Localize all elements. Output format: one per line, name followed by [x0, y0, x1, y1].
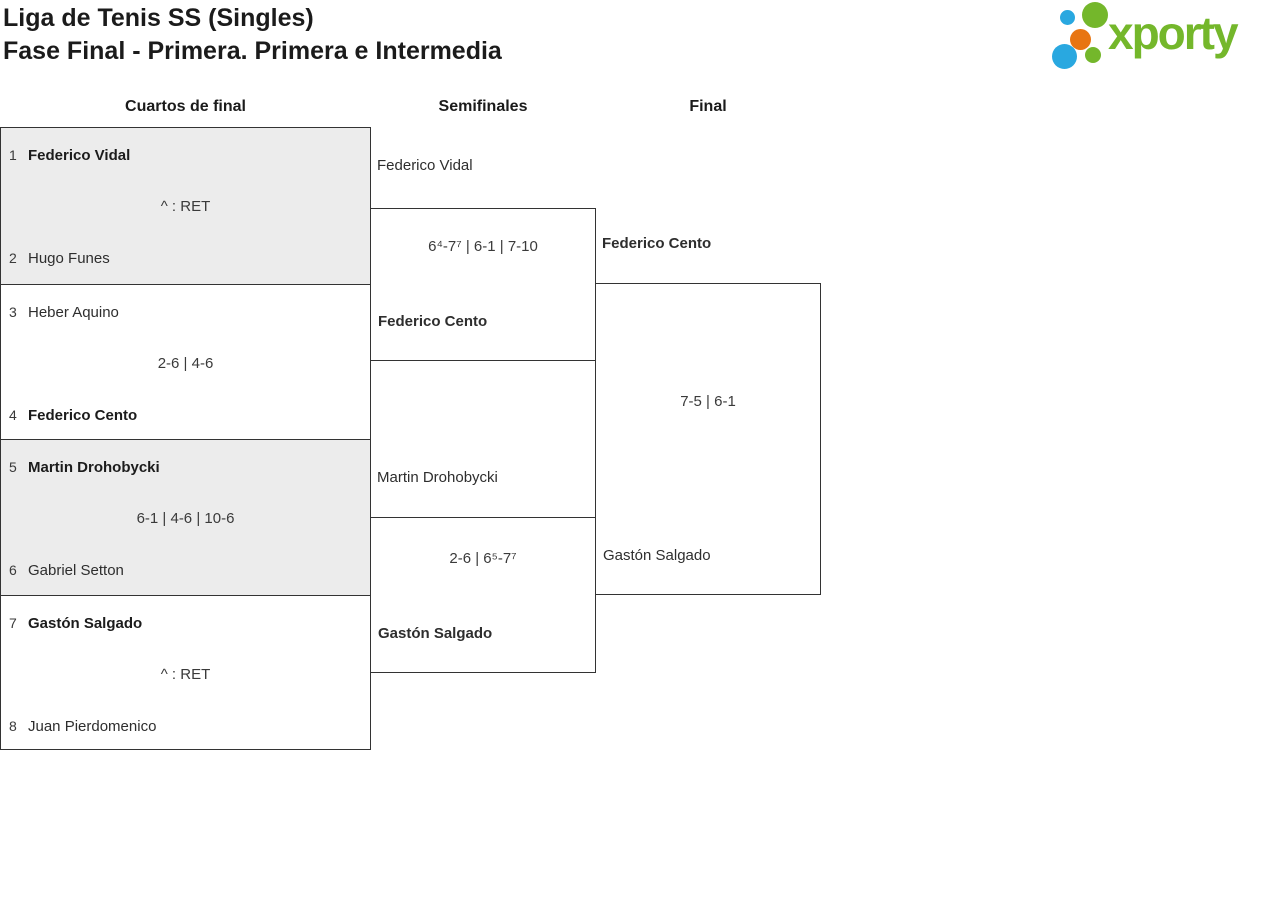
match-quarterfinal-4: 7 Gastón Salgado ^ : RET 8 Juan Pierdomeni…: [1, 595, 370, 749]
match-quarterfinal-3: 5 Martin Drohobycki 6-1 | 4-6 | 10-6 6 Gab…: [1, 439, 370, 595]
match-quarterfinal-2: 3 Heber Aquino 2-6 | 4-6 4 Federico Cento: [1, 284, 370, 439]
seed-label: 4: [9, 407, 17, 423]
logo-dot-green-large-icon: [1082, 2, 1108, 28]
player-name: Gastón Salgado: [603, 547, 711, 564]
match-score: 7-5 | 6-1: [680, 393, 736, 410]
player-row: 2 Hugo Funes: [9, 248, 110, 268]
logo-dot-blue-small-icon: [1060, 10, 1075, 25]
seed-label: 1: [9, 147, 17, 163]
player-row: 5 Martin Drohobycki: [9, 457, 160, 477]
player-row: 1 Federico Vidal: [9, 145, 130, 165]
player-row: 4 Federico Cento: [9, 405, 137, 425]
match-semifinal-1: 6⁴-7⁷ | 6-1 | 7-10 Federico Cento: [370, 208, 596, 361]
player-name: Gabriel Setton: [28, 562, 124, 579]
player-name: Heber Aquino: [28, 304, 119, 321]
logo-dot-green-small-icon: [1085, 47, 1101, 63]
page-subtitle: Fase Final - Primera. Primera e Intermed…: [3, 37, 502, 65]
seed-label: 7: [9, 615, 17, 631]
seed-label: 3: [9, 304, 17, 320]
player-name: Gastón Salgado: [28, 615, 143, 632]
match-score: ^ : RET: [160, 666, 211, 683]
player-name: Federico Vidal: [28, 147, 131, 164]
match-score: ^ : RET: [160, 198, 211, 215]
xporty-logo[interactable]: xporty: [1045, 0, 1280, 80]
round-header-semifinals: Semifinales: [438, 98, 528, 115]
player-name: Federico Cento: [602, 235, 712, 252]
logo-dot-blue-large-icon: [1052, 44, 1077, 69]
match-score: 2-6 | 4-6: [157, 355, 214, 372]
logo-wordmark: xporty: [1108, 7, 1239, 59]
player-name: Juan Pierdomenico: [28, 718, 157, 735]
seed-label: 2: [9, 250, 17, 266]
player-name: Hugo Funes: [28, 250, 110, 267]
seed-label: 5: [9, 459, 17, 475]
player-name: Martin Drohobycki: [377, 469, 498, 486]
match-score: 2-6 | 6⁵-7⁷: [449, 550, 517, 567]
match-quarterfinal-1: 1 Federico Vidal ^ : RET 2 Hugo Funes: [1, 128, 370, 284]
quarterfinals-column: 1 Federico Vidal ^ : RET 2 Hugo Funes 3 Heb…: [0, 127, 371, 750]
match-semifinal-2: 2-6 | 6⁵-7⁷ Gastón Salgado: [370, 517, 596, 673]
seed-label: 6: [9, 562, 17, 578]
round-header-final: Final: [689, 98, 727, 115]
match-final: 7-5 | 6-1 Gastón Salgado: [595, 283, 821, 595]
seed-label: 8: [9, 718, 17, 734]
player-name: Federico Cento: [28, 407, 138, 424]
page-title: Liga de Tenis SS (Singles): [3, 4, 314, 32]
player-row: 7 Gastón Salgado: [9, 613, 142, 633]
round-header-quarterfinals: Cuartos de final: [125, 98, 246, 115]
player-name: Martin Drohobycki: [28, 459, 160, 476]
player-row: 6 Gabriel Setton: [9, 560, 124, 580]
match-score: 6-1 | 4-6 | 10-6: [136, 510, 235, 527]
logo-dot-orange-icon: [1070, 29, 1091, 50]
player-name: Federico Cento: [378, 313, 488, 330]
player-row: 8 Juan Pierdomenico: [9, 716, 156, 736]
player-name: Federico Vidal: [377, 157, 473, 174]
player-name: Gastón Salgado: [378, 625, 493, 642]
match-score: 6⁴-7⁷ | 6-1 | 7-10: [428, 238, 538, 255]
player-row: 3 Heber Aquino: [9, 302, 119, 322]
